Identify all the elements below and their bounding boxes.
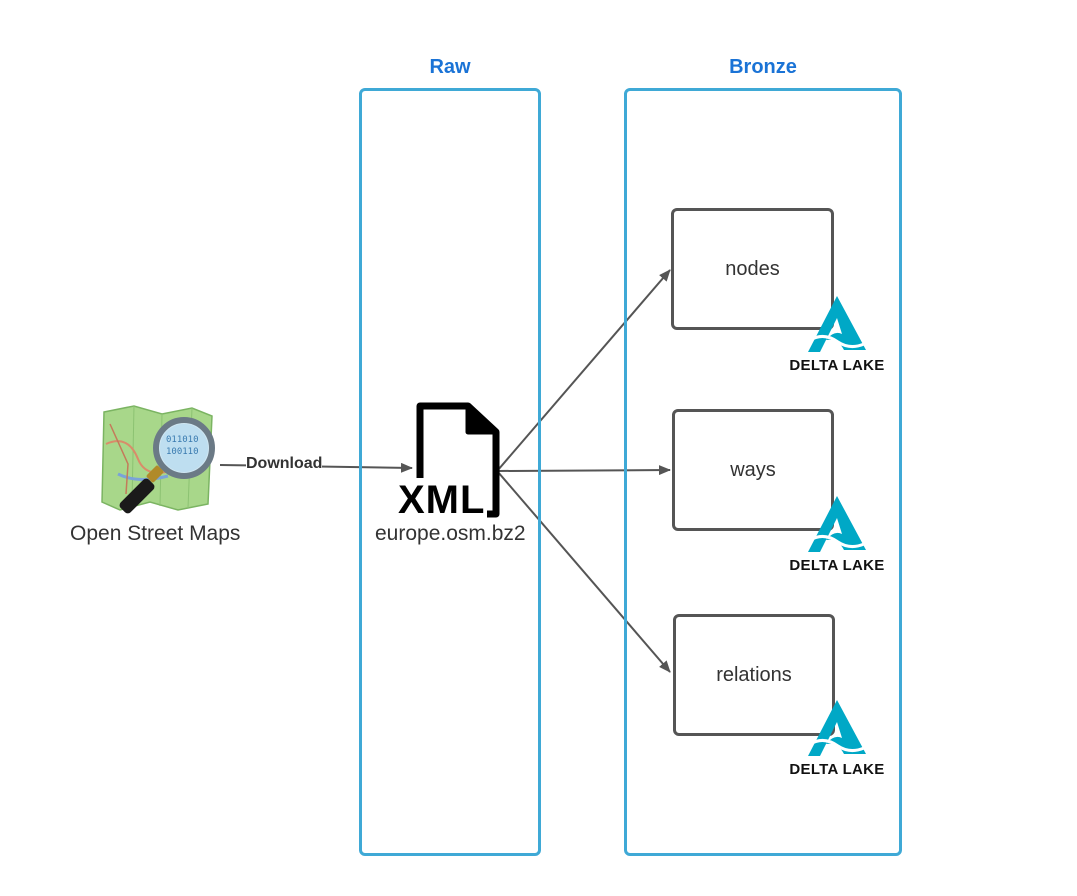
table-ways: ways bbox=[672, 409, 834, 531]
xml-icon-text: XML bbox=[396, 478, 488, 523]
arrow-to-relations bbox=[497, 471, 671, 673]
svg-text:100110: 100110 bbox=[166, 447, 199, 457]
delta-lake-icon bbox=[808, 700, 866, 756]
raw-lane bbox=[359, 88, 541, 856]
delta-lake-text: DELTA LAKE bbox=[789, 761, 885, 778]
table-nodes: nodes bbox=[671, 208, 834, 330]
osm-logo: 011010 100110 bbox=[98, 404, 220, 514]
table-nodes-label: nodes bbox=[725, 257, 780, 280]
table-ways-label: ways bbox=[730, 458, 776, 481]
table-relations-label: relations bbox=[716, 663, 792, 686]
bronze-lane bbox=[624, 88, 902, 856]
delta-lake-logo-relations: DELTA LAKE bbox=[782, 698, 892, 778]
raw-lane-title: Raw bbox=[429, 56, 471, 78]
raw-file-name: europe.osm.bz2 bbox=[375, 522, 526, 545]
delta-lake-logo-nodes: DELTA LAKE bbox=[782, 294, 892, 374]
delta-lake-icon bbox=[808, 296, 866, 352]
delta-lake-icon bbox=[808, 496, 866, 552]
table-relations: relations bbox=[673, 614, 835, 736]
source-label: Open Street Maps bbox=[70, 522, 241, 545]
delta-lake-text: DELTA LAKE bbox=[789, 357, 885, 374]
delta-lake-text: DELTA LAKE bbox=[789, 557, 885, 574]
arrow-to-ways bbox=[497, 465, 671, 476]
bronze-lane-title: Bronze bbox=[729, 56, 797, 78]
svg-text:011010: 011010 bbox=[166, 435, 199, 445]
delta-lake-logo-ways: DELTA LAKE bbox=[782, 494, 892, 574]
arrow-to-nodes bbox=[497, 269, 671, 471]
download-edge-label: Download bbox=[246, 455, 323, 473]
osm-map-magnifier-icon: 011010 100110 bbox=[101, 405, 215, 514]
